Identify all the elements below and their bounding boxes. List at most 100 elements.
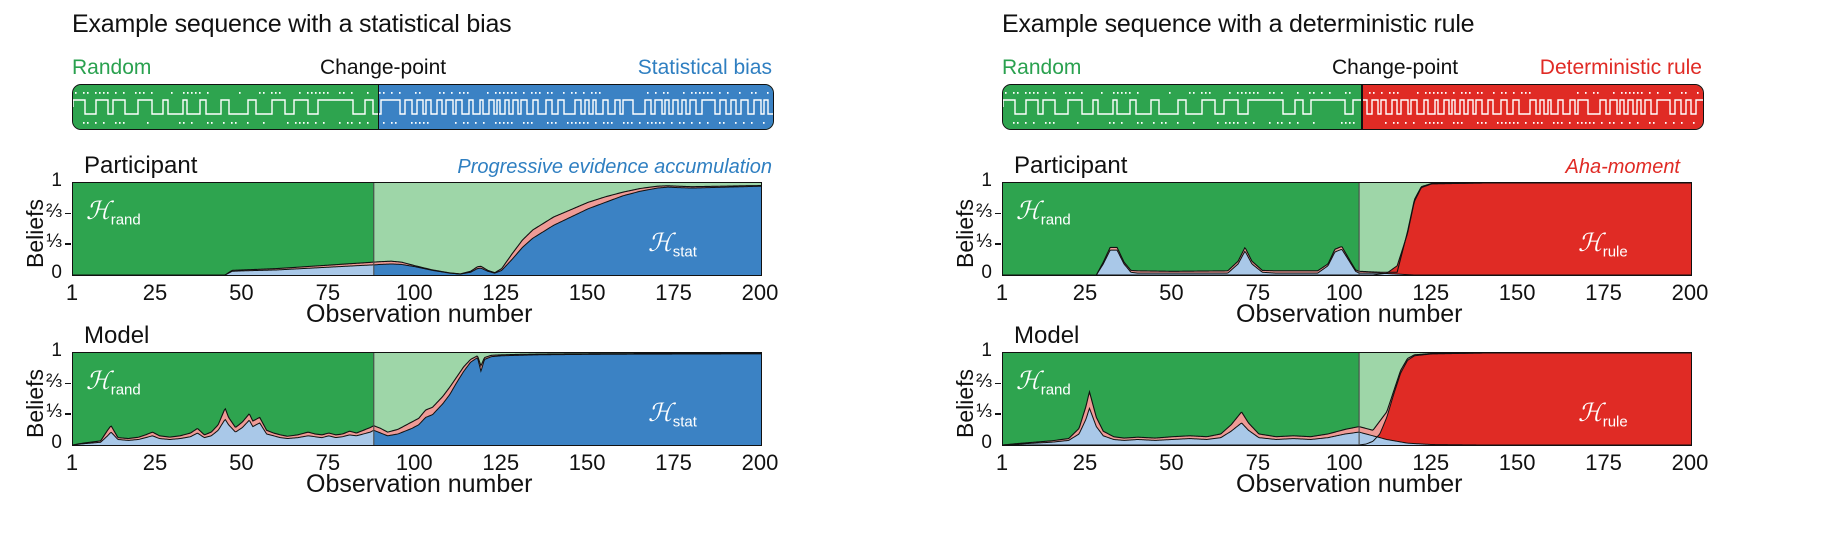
x-tick-label: 175 bbox=[655, 280, 692, 305]
hypothesis-label-rand-model-left: ℋrand bbox=[86, 366, 141, 399]
sequence-waveform bbox=[73, 92, 773, 124]
sequence-label-statistical-bias: Statistical bias bbox=[637, 56, 772, 79]
participant-annotation: Aha-moment bbox=[1565, 156, 1681, 178]
y-tick-label: 0 bbox=[51, 432, 62, 453]
y-tick-mark bbox=[995, 413, 1001, 415]
y-tick-label: 1 bbox=[51, 340, 62, 361]
x-tick-label: 100 bbox=[1325, 280, 1363, 305]
x-tick-label: 150 bbox=[568, 280, 606, 305]
y-tick-label: ⅔ bbox=[976, 200, 992, 222]
x-tick-label: 175 bbox=[1585, 450, 1622, 475]
x-tick-label: 100 bbox=[395, 450, 433, 475]
sequence-changepoint-line bbox=[377, 85, 379, 129]
sequence-changepoint-line bbox=[1361, 85, 1363, 129]
sequence-segment-random bbox=[1003, 85, 1362, 129]
participant-xlabel: Observation number bbox=[1236, 300, 1463, 328]
y-tick-label: 1 bbox=[51, 170, 62, 191]
model-plot-area[interactable] bbox=[1002, 352, 1692, 446]
x-tick-label: 100 bbox=[1325, 450, 1363, 475]
x-tick-label: 200 bbox=[1671, 280, 1709, 305]
y-tick-label: ⅓ bbox=[46, 401, 62, 423]
y-tick-label: 1 bbox=[981, 340, 992, 361]
x-tick-label: 75 bbox=[315, 450, 341, 475]
hypothesis-label-rule-model: ℋrule bbox=[1578, 398, 1628, 431]
x-tick-label: 125 bbox=[482, 450, 520, 475]
x-tick-label: 25 bbox=[1072, 450, 1098, 475]
panel-deterministic-rule: Example sequence with a deterministic ru… bbox=[930, 0, 1830, 560]
y-tick-label: 0 bbox=[51, 262, 62, 283]
x-tick-label: 25 bbox=[142, 450, 168, 475]
participant-plot-area[interactable] bbox=[1002, 182, 1692, 276]
x-tick-label: 125 bbox=[1412, 450, 1450, 475]
y-tick-mark bbox=[65, 212, 71, 215]
panel-title: Example sequence with a deterministic ru… bbox=[1002, 10, 1475, 38]
x-tick-label: 25 bbox=[1072, 280, 1098, 305]
y-tick-mark bbox=[65, 413, 71, 415]
y-tick-label: ⅓ bbox=[46, 231, 62, 253]
sequence-label-deterministic-rule: Deterministic rule bbox=[1539, 56, 1702, 79]
y-tick-mark bbox=[995, 382, 1001, 385]
x-tick-label: 150 bbox=[1498, 450, 1536, 475]
x-tick-label: 1 bbox=[65, 450, 79, 475]
y-tick-mark bbox=[65, 243, 71, 245]
sequence-label-random: Random bbox=[1002, 56, 1082, 79]
x-tick-label: 75 bbox=[1245, 280, 1271, 305]
participant-xlabel: Observation number bbox=[306, 300, 533, 328]
panel-statistical-bias: Example sequence with a statistical bias… bbox=[0, 0, 900, 560]
x-tick-label: 50 bbox=[229, 450, 254, 475]
y-tick-mark bbox=[995, 243, 1001, 245]
model-xlabel: Observation number bbox=[306, 470, 533, 498]
x-tick-label: 1 bbox=[995, 450, 1009, 475]
y-tick-label: ⅓ bbox=[976, 231, 992, 253]
x-tick-label: 125 bbox=[482, 280, 520, 305]
model-xlabel: Observation number bbox=[1236, 470, 1463, 498]
y-tick-label: 0 bbox=[981, 432, 992, 453]
hypothesis-label-rand-participant-left: ℋrand bbox=[86, 196, 141, 229]
y-tick-mark bbox=[65, 382, 71, 385]
participant-plot-area[interactable] bbox=[72, 182, 762, 276]
sequence-label-changepoint: Change-point bbox=[320, 56, 447, 79]
panel-title: Example sequence with a statistical bias bbox=[72, 10, 512, 38]
sequence-label-random: Random bbox=[72, 56, 152, 79]
participant-plot-title: Participant bbox=[84, 152, 198, 179]
x-tick-label: 50 bbox=[1159, 280, 1184, 305]
x-tick-label: 100 bbox=[395, 280, 433, 305]
y-tick-label: 0 bbox=[981, 262, 992, 283]
hypothesis-label-rand-model-right: ℋrand bbox=[1016, 366, 1071, 399]
y-tick-label: ⅔ bbox=[46, 370, 62, 392]
x-tick-label: 75 bbox=[1245, 450, 1271, 475]
model-plot-title: Model bbox=[84, 322, 150, 349]
participant-annotation: Progressive evidence accumulation bbox=[457, 156, 772, 178]
sequence-strip-statistical bbox=[72, 84, 774, 130]
model-plot-title: Model bbox=[1014, 322, 1080, 349]
y-tick-mark bbox=[995, 212, 1001, 215]
model-plot-area[interactable] bbox=[72, 352, 762, 446]
hypothesis-label-stat-model: ℋstat bbox=[648, 398, 697, 431]
x-tick-label: 75 bbox=[315, 280, 341, 305]
sequence-labels: Random Change-point Statistical bias bbox=[72, 56, 772, 82]
x-tick-label: 150 bbox=[1498, 280, 1536, 305]
y-tick-label: ⅔ bbox=[976, 370, 992, 392]
participant-plot-title: Participant bbox=[1014, 152, 1128, 179]
sequence-strip-deterministic bbox=[1002, 84, 1704, 130]
x-tick-label: 200 bbox=[1671, 450, 1709, 475]
y-tick-label: ⅔ bbox=[46, 200, 62, 222]
x-tick-label: 50 bbox=[1159, 450, 1184, 475]
x-tick-label: 200 bbox=[741, 280, 779, 305]
hypothesis-label-stat-participant: ℋstat bbox=[648, 228, 697, 261]
x-tick-label: 125 bbox=[1412, 280, 1450, 305]
hypothesis-label-rule-participant: ℋrule bbox=[1578, 228, 1628, 261]
sequence-label-changepoint: Change-point bbox=[1332, 56, 1459, 79]
sequence-labels: Random Change-point Deterministic rule bbox=[1002, 56, 1702, 82]
x-tick-label: 25 bbox=[142, 280, 168, 305]
sequence-waveform bbox=[1003, 92, 1703, 124]
x-tick-label: 1 bbox=[65, 280, 79, 305]
x-tick-label: 150 bbox=[568, 450, 606, 475]
x-tick-label: 175 bbox=[655, 450, 692, 475]
hypothesis-label-rand-participant-right: ℋrand bbox=[1016, 196, 1071, 229]
y-tick-label: ⅓ bbox=[976, 401, 992, 423]
x-tick-label: 1 bbox=[995, 280, 1009, 305]
x-tick-label: 200 bbox=[741, 450, 779, 475]
x-tick-label: 175 bbox=[1585, 280, 1622, 305]
